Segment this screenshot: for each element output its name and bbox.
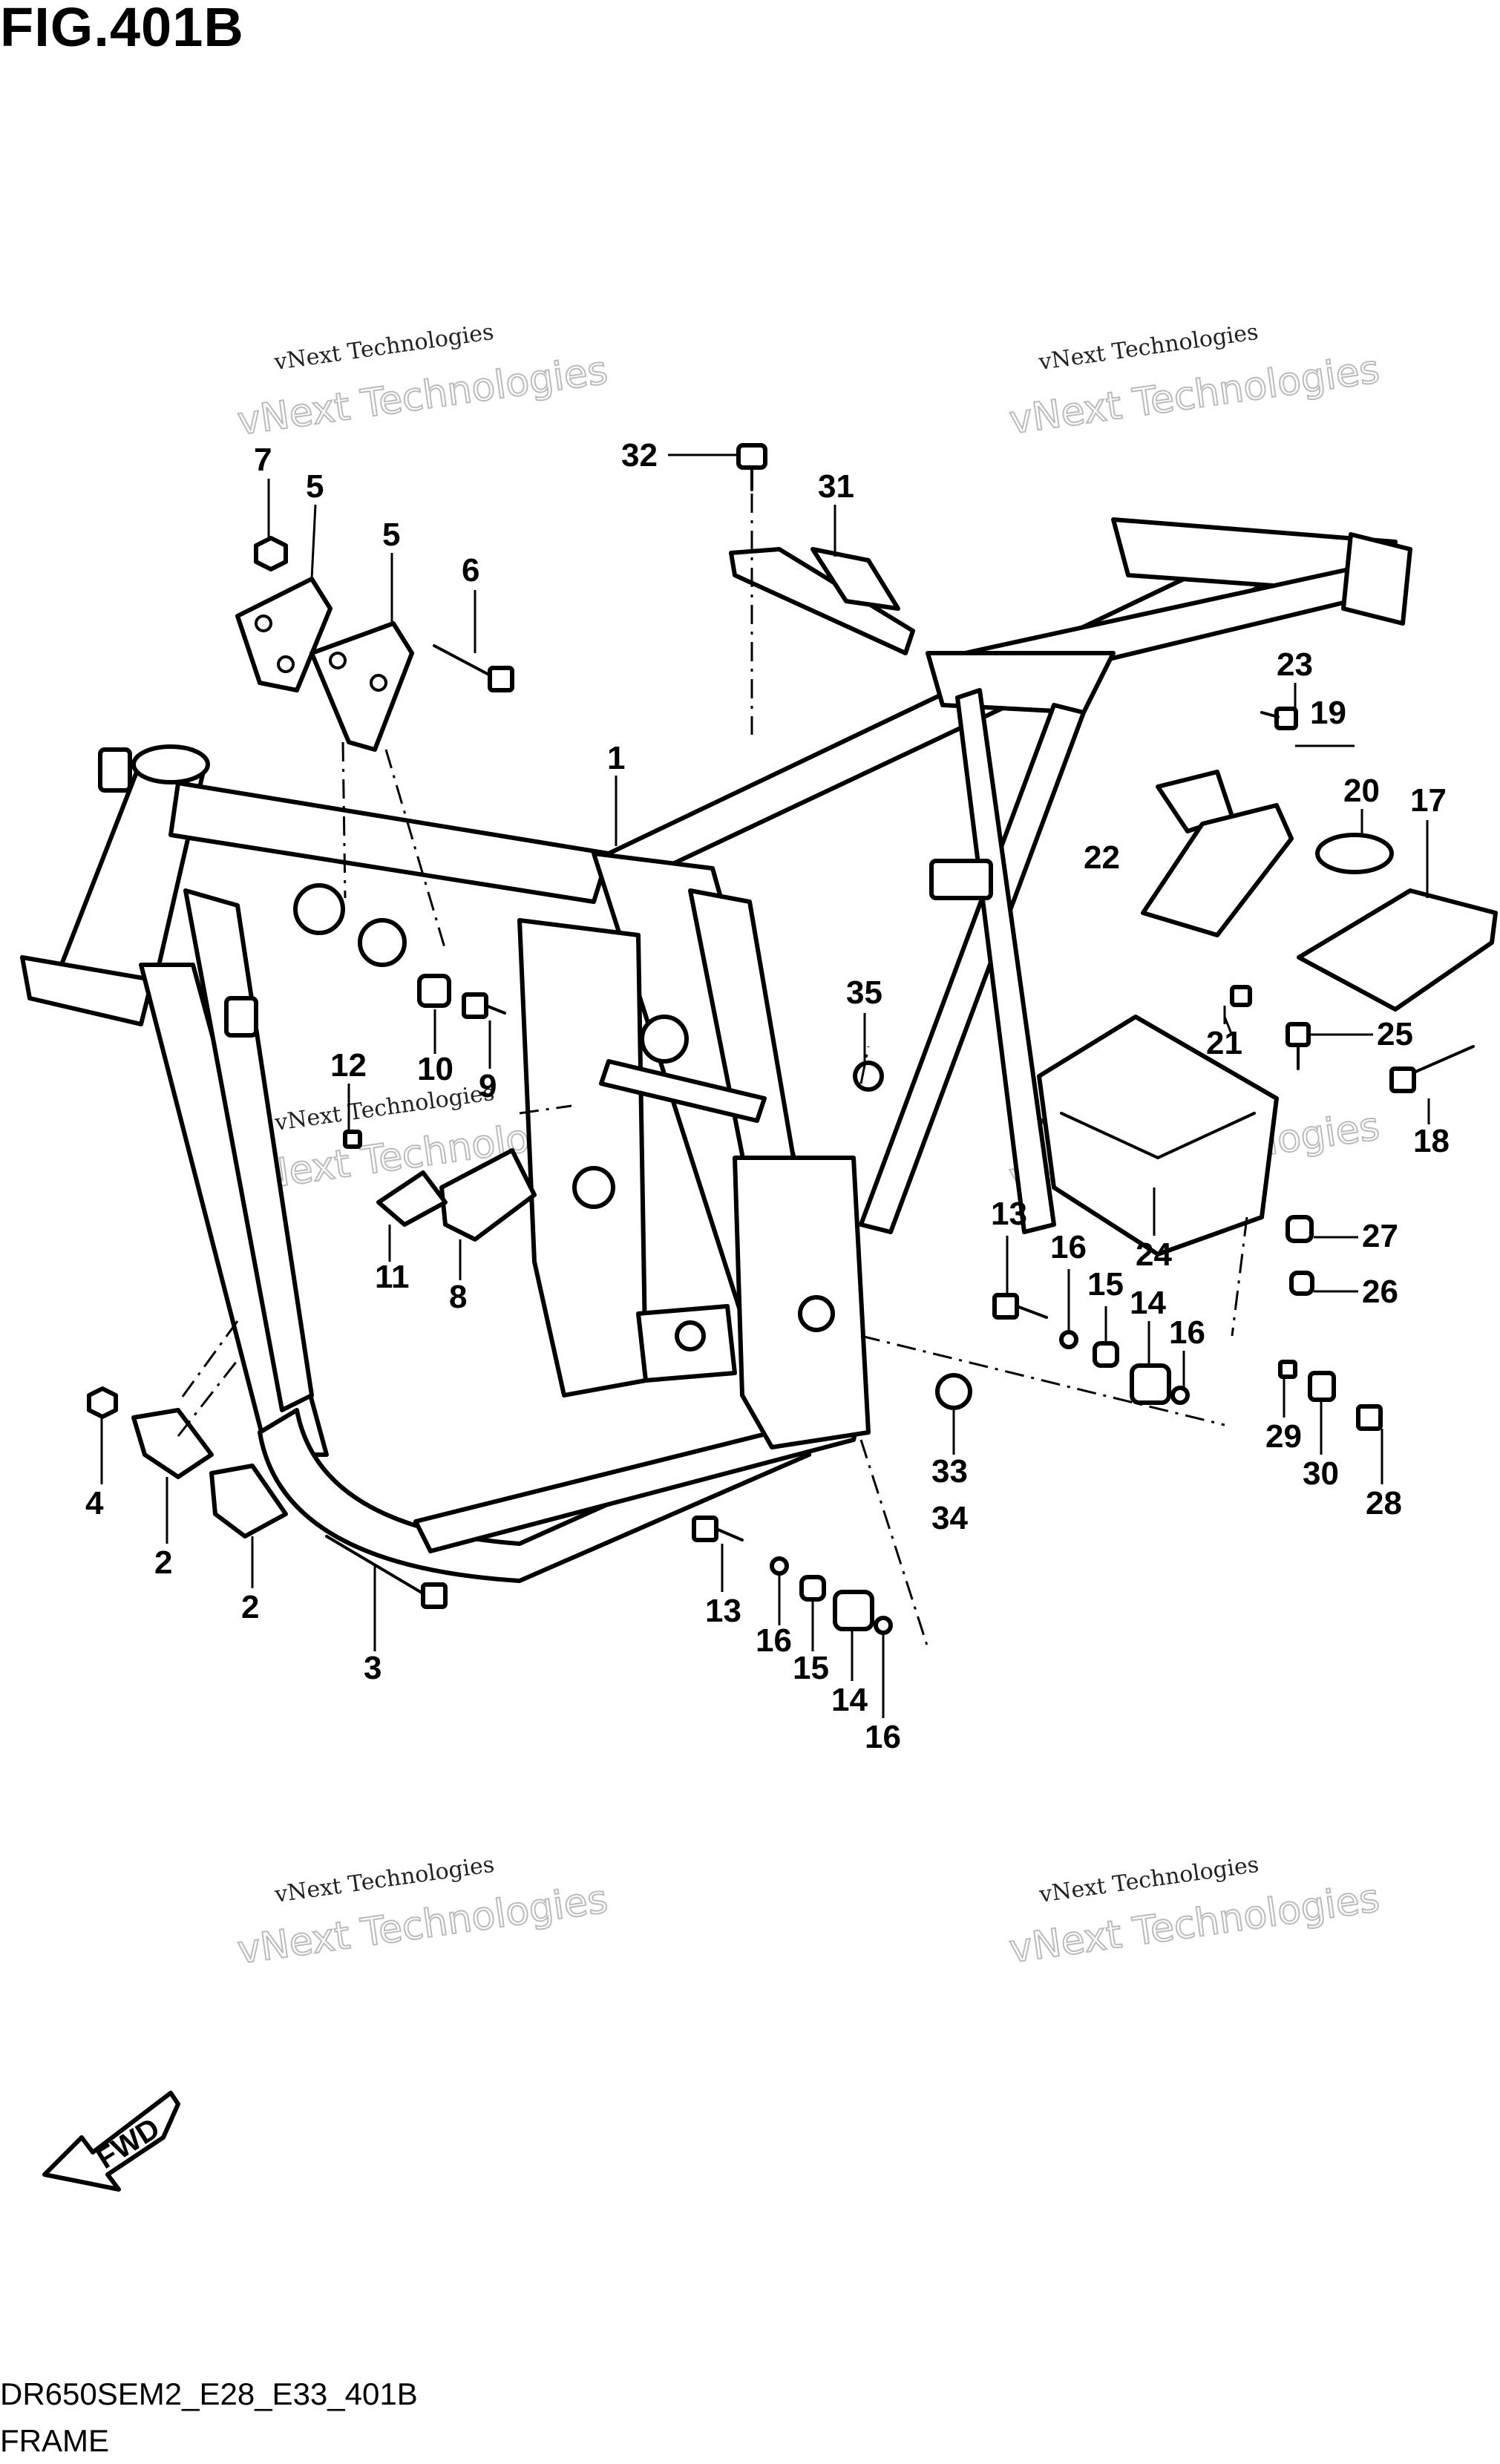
bolt-25 [1286, 1022, 1311, 1070]
callout-28: 28 [1366, 1485, 1402, 1521]
fwd-arrow-icon: FWD [42, 2091, 180, 2192]
engine-mount-plate-5b [310, 621, 414, 752]
bolt-12 [343, 1130, 362, 1149]
bolt-3 [325, 1535, 448, 1609]
callout-5: 5 [306, 468, 324, 505]
callout-17: 17 [1410, 782, 1447, 819]
callout-15: 15 [1087, 1266, 1124, 1303]
callout-8: 8 [449, 1279, 467, 1315]
nut-30 [1308, 1371, 1336, 1402]
cap-35 [853, 1061, 884, 1092]
callout-2: 2 [154, 1544, 172, 1581]
callout-labels: 7 5 5 6 32 31 1 23 19 20 17 22 21 25 18 … [85, 437, 1450, 1755]
callout-16: 16 [756, 1622, 792, 1659]
callout-27: 27 [1362, 1218, 1398, 1254]
cushion-14 [833, 1363, 1171, 1631]
bolt-23 [1260, 707, 1298, 730]
callout-31: 31 [818, 468, 854, 505]
callout-11: 11 [375, 1259, 410, 1295]
bracket-31 [729, 547, 915, 655]
callout-14: 14 [1130, 1285, 1166, 1321]
boot-19 [1141, 803, 1294, 937]
callout-10: 10 [417, 1051, 453, 1087]
callout-5: 5 [382, 517, 400, 553]
battery-holder-24 [1037, 1015, 1279, 1256]
leader-lines [100, 453, 1430, 1718]
callout-35: 35 [846, 974, 882, 1011]
model-code: DR650SEM2_E28_E33_401B [0, 2376, 418, 2411]
collar-10 [417, 974, 451, 1008]
callout-13: 13 [705, 1593, 741, 1629]
callout-13: 13 [991, 1196, 1027, 1232]
callout-14: 14 [831, 1682, 868, 1718]
callout-16: 16 [865, 1719, 901, 1755]
band-20 [1315, 833, 1394, 874]
watermark-bottom-left: vNext Technologies vNext Technologies [234, 1852, 611, 1974]
callout-26: 26 [1362, 1274, 1398, 1310]
callout-21: 21 [1206, 1025, 1242, 1061]
bracket-8 [439, 1148, 537, 1242]
figure-title: FIG.401B [0, 0, 244, 58]
callout-34: 34 [931, 1500, 968, 1536]
bolt-13a [992, 1293, 1048, 1320]
callout-24: 24 [1136, 1236, 1172, 1273]
callout-20: 20 [1343, 773, 1380, 809]
callout-16: 16 [1050, 1229, 1087, 1265]
main-frame [20, 517, 1412, 1583]
clip-29 [1278, 1360, 1297, 1379]
cap-33 [935, 1373, 972, 1410]
callout-32: 32 [621, 437, 658, 474]
callout-12: 12 [330, 1047, 367, 1084]
plate-2a [131, 1408, 214, 1479]
nut-7 [254, 536, 288, 571]
plate-2b [209, 1464, 288, 1539]
engine-mount-plate-5a [235, 577, 333, 692]
cover-17 [1297, 888, 1498, 1012]
bracket-11 [376, 1170, 448, 1227]
callout-15: 15 [793, 1650, 829, 1686]
callout-6: 6 [462, 552, 479, 589]
callout-7: 7 [254, 442, 272, 478]
bolt-28 [1356, 1404, 1383, 1431]
callout-25: 25 [1377, 1016, 1413, 1052]
bolt-18 [1389, 1045, 1475, 1093]
bolt-13b [692, 1516, 744, 1542]
watermark-top-right: vNext Technologies vNext Technologies [1006, 319, 1383, 444]
cushion-27 [1286, 1215, 1314, 1243]
callout-9: 9 [479, 1068, 497, 1104]
bolt-32 [736, 443, 767, 491]
callout-19: 19 [1310, 695, 1346, 731]
callout-30: 30 [1303, 1455, 1339, 1492]
callout-4: 4 [85, 1485, 104, 1521]
section-name: FRAME [0, 2423, 109, 2458]
collar-15 [799, 1341, 1119, 1602]
callout-22: 22 [1084, 839, 1120, 876]
watermark-text: vNext Technologies [1037, 319, 1260, 376]
bolt-9 [462, 992, 506, 1019]
watermark-top-left: vNext Technologies vNext Technologies [234, 319, 611, 445]
callout-1: 1 [607, 740, 625, 776]
nut-4 [87, 1386, 118, 1419]
watermark-bottom-right: vNext Technologies vNext Technologies [1006, 1852, 1383, 1973]
watermark-text: vNext Technologies [272, 319, 496, 376]
callout-33: 33 [931, 1453, 968, 1490]
bolt-6 [433, 644, 514, 692]
cushion-26 [1289, 1271, 1314, 1296]
callout-3: 3 [364, 1650, 381, 1686]
callout-18: 18 [1413, 1123, 1450, 1159]
callout-2: 2 [241, 1589, 259, 1625]
reference-lines [177, 494, 1248, 1648]
callout-16: 16 [1169, 1314, 1205, 1351]
callout-29: 29 [1265, 1418, 1302, 1455]
bolt-21 [1230, 985, 1252, 1007]
callout-23: 23 [1277, 646, 1313, 683]
